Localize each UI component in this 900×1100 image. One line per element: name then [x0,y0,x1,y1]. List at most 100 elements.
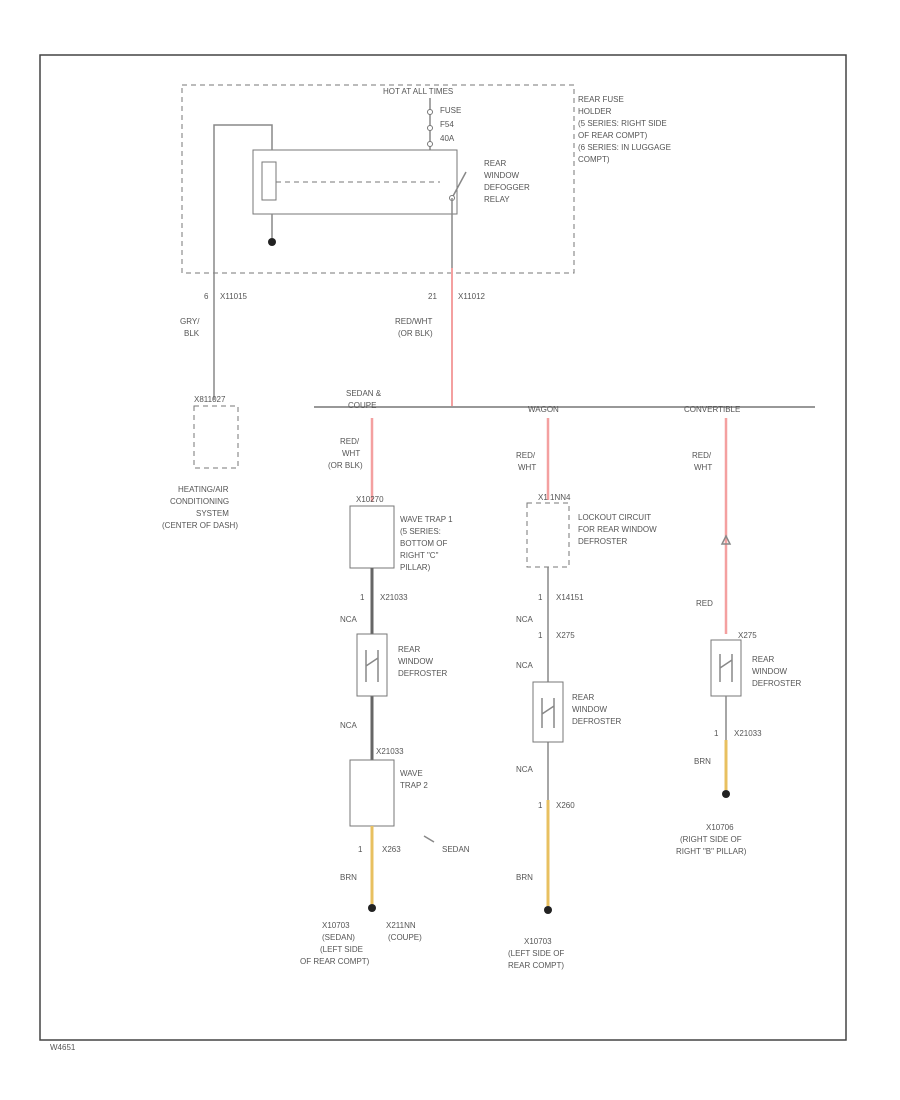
wagon-defroster-label-1: WINDOW [572,705,608,714]
sedan-defroster-label-0: REAR [398,645,420,654]
sedan-nca-2: NCA [340,721,358,730]
wave-trap-1 [349,505,395,569]
wagon-defroster-label-0: REAR [572,693,594,702]
wave-trap1-label-1: (5 SERIES: [400,527,441,536]
hot-at-all-times-label: HOT AT ALL TIMES [383,87,453,96]
wagon-def-connector: X275 [556,631,575,640]
convertible-def-out-pin: 1 [714,729,719,738]
relay-coil-icon [261,161,277,201]
left-wire-color-1: BLK [184,329,200,338]
right-wire-color-0: RED/WHT [395,317,432,326]
wave-trap2-connector: X21033 [376,747,404,756]
convertible-splice-icon [720,534,732,545]
wagon-wire-color-0: RED/ [516,451,536,460]
lockout-label-2: DEFROSTER [578,537,628,546]
wagon-ground-label-1: (LEFT SIDE OF [508,949,564,958]
wave-trap2-label-1: TRAP 2 [400,781,428,790]
convertible-ground-label-2: RIGHT "B" PILLAR) [676,847,747,856]
convertible-defroster-grid-icon [719,654,733,682]
hvac-module [193,405,239,469]
branch-sedan-coupe-0: SEDAN & [346,389,382,398]
convertible-ground-icon [722,790,730,798]
rear-fuse-holder-label-0: REAR FUSE [578,95,624,104]
hvac-label-0: HEATING/AIR [178,485,229,494]
relay-ground-icon [268,238,276,246]
relay-switch-icon [451,171,467,199]
wagon-nca-1: NCA [516,615,534,624]
sedan-defroster-grid-icon [365,650,379,682]
footer-code: W4651 [50,1043,76,1052]
convertible-defroster-label-2: DEFROSTER [752,679,802,688]
sedan-ground-label-3: OF REAR COMPT) [300,957,370,966]
wagon-defroster-label-2: DEFROSTER [572,717,622,726]
fuse-symbol [427,109,433,147]
convertible-wire2-color: RED [696,599,713,608]
wave-trap1-label-0: WAVE TRAP 1 [400,515,453,524]
convertible-ground-label-0: X10706 [706,823,734,832]
wagon-nca-2: NCA [516,661,534,670]
convertible-ground-wire-color: BRN [694,757,711,766]
convertible-ground-label-1: (RIGHT SIDE OF [680,835,742,844]
relay-label-2: DEFOGGER [484,183,530,192]
hvac-label-2: SYSTEM [196,509,229,518]
hvac-label-1: CONDITIONING [170,497,229,506]
rear-fuse-holder-box [181,84,575,274]
lockout-connector: X1 1NN4 [538,493,571,502]
wagon-def-connector-pin: 1 [538,631,543,640]
coupe-ground-label-1: (COUPE) [388,933,422,942]
wave-trap1-label-4: PILLAR) [400,563,431,572]
sedan-wire-color-2: (OR BLK) [328,461,363,470]
rear-fuse-holder-label-3: OF REAR COMPT) [578,131,648,140]
wagon-nca-3: NCA [516,765,534,774]
rear-window-defogger-relay [252,149,458,215]
sedan-defroster-label-1: WINDOW [398,657,434,666]
convertible-defroster-label-0: REAR [752,655,774,664]
sedan-arrow-icon [423,835,435,843]
fuse-label-2: 40A [440,134,455,143]
coupe-ground-label-0: X211NN [386,921,416,930]
sedan-nca-1: NCA [340,615,358,624]
hvac-label-3: (CENTER OF DASH) [162,521,238,530]
sedan-ground-wire-color: BRN [340,873,357,882]
convertible-def-connector: X275 [738,631,757,640]
wave-trap-2 [349,759,395,827]
wagon-def-out-connector: X260 [556,801,575,810]
fuse-label-0: FUSE [440,106,461,115]
sedan-defroster-label-2: DEFROSTER [398,669,448,678]
lockout-label-1: FOR REAR WINDOW [578,525,657,534]
sedan-ground-label-0: X10703 [322,921,350,930]
wagon-ground-label-2: REAR COMPT) [508,961,564,970]
diagram-frame [39,54,847,1041]
right-connector: X11012 [458,292,486,301]
wagon-wire-color-1: WHT [518,463,536,472]
wave-trap2-label-0: WAVE [400,769,423,778]
sedan-arrow-label: SEDAN [442,845,470,854]
fuse-label-1: F54 [440,120,454,129]
rear-fuse-holder-label-5: COMPT) [578,155,610,164]
lockout-out-pin: 1 [538,593,543,602]
wave-trap1-out-pin: 1 [360,593,365,602]
wagon-ground-label-0: X10703 [524,937,552,946]
branch-convertible: CONVERTIBLE [684,405,740,414]
wave-trap1-connector: X10270 [356,495,384,504]
sedan-rear-window-defroster [356,633,388,697]
wagon-rear-window-defroster [532,681,564,743]
wave-trap2-out-pin: 1 [358,845,363,854]
branch-sedan-coupe-1: COUPE [348,401,376,410]
wagon-ground-wire-color: BRN [516,873,533,882]
left-connector: X11015 [220,292,248,301]
wave-trap1-out-connector: X21033 [380,593,408,602]
left-wire-color-0: GRY/ [180,317,200,326]
convertible-rear-window-defroster [710,639,742,697]
hvac-connector: X811027 [194,395,226,404]
convertible-defroster-label-1: WINDOW [752,667,788,676]
sedan-wire-color-0: RED/ [340,437,360,446]
rear-fuse-holder-label-4: (6 SERIES: IN LUGGAGE [578,143,671,152]
sedan-ground-icon [368,904,376,912]
relay-label-1: WINDOW [484,171,520,180]
wagon-ground-icon [544,906,552,914]
lockout-circuit [526,502,570,568]
sedan-wire-color-1: WHT [342,449,360,458]
relay-label-0: REAR [484,159,506,168]
